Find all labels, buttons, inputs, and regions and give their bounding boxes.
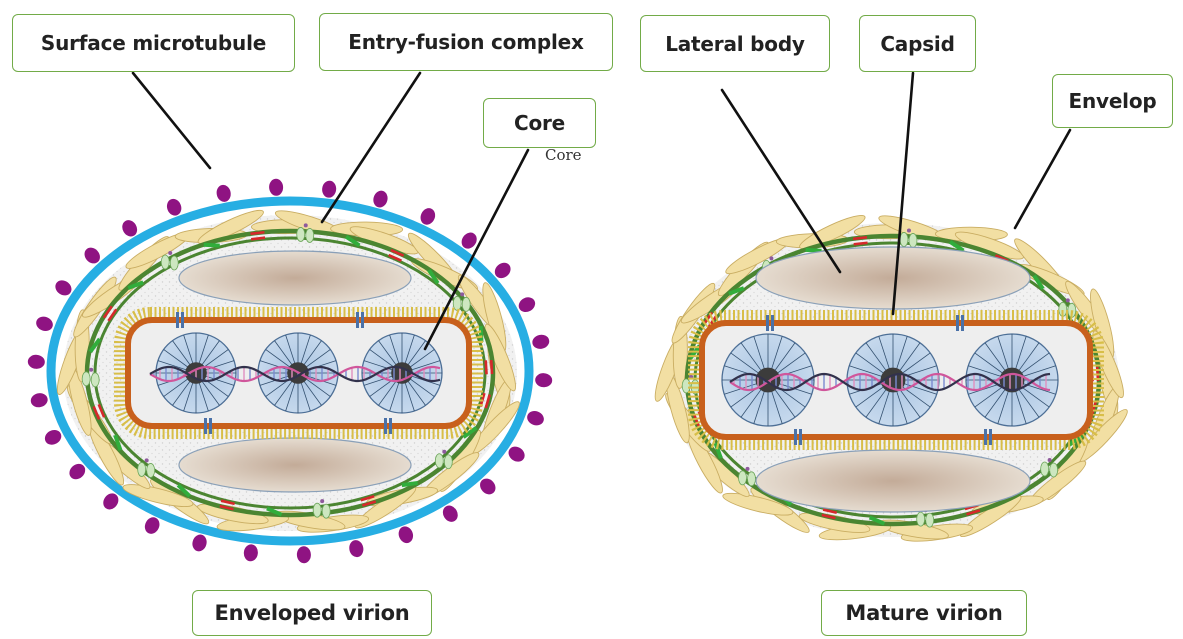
fusion-protein-head [769,256,773,260]
core-spike [984,429,987,445]
fusion-protein-head [145,458,149,462]
core-spike [361,312,364,328]
surface-knob [191,533,209,553]
fusion-protein [1050,463,1058,477]
core-spike [389,418,392,434]
fusion-protein [313,503,321,517]
lateral-body-bottom [756,450,1030,512]
fusion-protein [297,227,305,241]
fusion-protein [917,512,925,526]
fusion-protein-head [1048,458,1052,462]
fusion-protein-head [320,499,324,503]
core-spike [956,315,959,331]
enveloped-virion [27,179,552,564]
surface-knob [165,197,184,218]
surface-knob [321,180,337,198]
fusion-protein-head [460,292,464,296]
core-underlay-text: Core [545,146,582,164]
surface-knob [371,189,389,209]
fusion-protein [138,462,146,476]
fusion-protein [748,472,756,486]
lateral-body-top [179,251,411,305]
fusion-protein [306,228,314,242]
fusion-protein [161,255,169,269]
core-spike [766,315,769,331]
label-surface-microtubule: Surface microtubule [12,14,295,72]
label-capsid: Capsid [859,15,976,72]
leader-envelop [1015,130,1070,228]
surface-knob [525,409,546,428]
core-spike [771,315,774,331]
surface-knob [27,354,45,369]
fusion-protein [462,297,470,311]
core-spike [799,429,802,445]
fusion-protein [682,379,690,393]
fusion-protein-head [304,223,308,227]
fusion-protein-head [89,368,93,372]
core-spike [204,418,207,434]
lateral-body-bottom [179,438,411,492]
fusion-protein-head [442,450,446,454]
core-spike [176,312,179,328]
label-core: Core [483,98,596,148]
fusion-protein [435,454,443,468]
fusion-protein [1041,462,1049,476]
label-envelop: Envelop [1052,74,1173,128]
fusion-protein [900,232,908,246]
label-entry-fusion-complex: Entry-fusion complex [319,13,613,71]
leader-entry-fusion-complex [322,73,420,222]
fusion-protein [909,233,917,247]
core-spike [356,312,359,328]
caption-mature-virion: Mature virion [821,590,1027,636]
fusion-protein [739,471,747,485]
leader-surface-microtubule [133,73,210,168]
surface-knob [516,294,538,314]
caption-enveloped-virion: Enveloped virion [192,590,432,636]
surface-knob [215,184,232,203]
fusion-protein [926,513,934,527]
core-spike [961,315,964,331]
core-spike [794,429,797,445]
fusion-protein-head [746,467,750,471]
core-spike [989,429,992,445]
core-spike [384,418,387,434]
core-spike [209,418,212,434]
fusion-protein [170,256,178,270]
label-lateral-body: Lateral body [640,15,830,72]
core-spike [181,312,184,328]
surface-knob [396,524,415,545]
surface-knob [243,544,259,562]
fusion-protein [91,373,99,387]
fusion-protein-head [1066,298,1070,302]
surface-knob [348,539,365,558]
fusion-protein [147,463,155,477]
surface-knob [297,546,312,564]
surface-knob [42,427,64,447]
green-protein [479,326,484,342]
fusion-protein-head [168,251,172,255]
surface-knob [531,333,551,350]
mature-virion [650,210,1132,544]
surface-knob [269,179,284,197]
surface-knob [29,392,49,409]
surface-knob [535,373,553,388]
surface-knob [34,314,55,333]
fusion-protein [444,455,452,469]
fusion-protein [322,504,330,518]
fusion-protein-head [907,228,911,232]
fusion-protein [82,372,90,386]
